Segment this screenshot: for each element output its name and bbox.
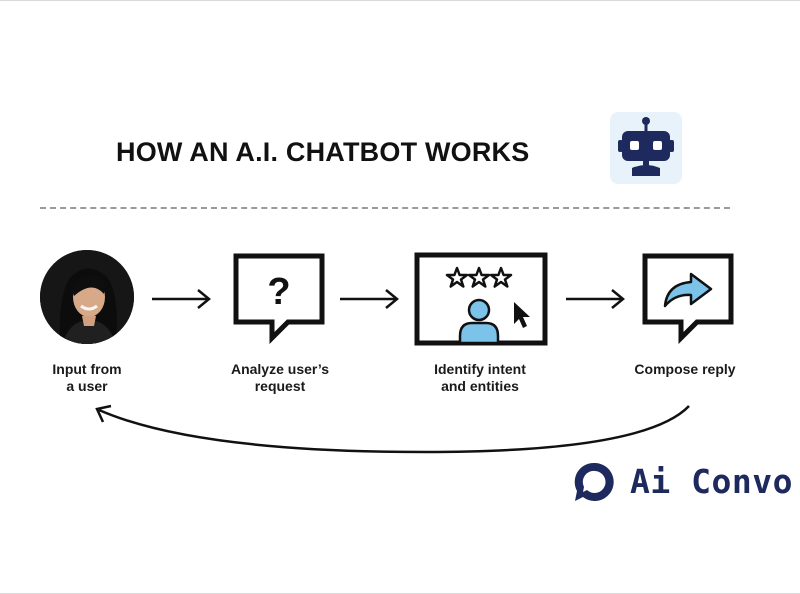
step-label-analyze: Analyze user’s request [230, 361, 330, 394]
brand-logo: Ai Convo [572, 461, 792, 503]
brand-name: Ai Convo [630, 462, 793, 501]
robot-icon [610, 112, 682, 184]
return-arrow-icon [95, 404, 690, 454]
dashed-divider [40, 207, 730, 209]
reply-bubble-icon [642, 253, 734, 344]
user-avatar [40, 250, 134, 344]
screen-person-stars-icon [414, 252, 548, 346]
svg-text:?: ? [267, 271, 290, 313]
top-border [0, 0, 800, 1]
arrow-right-icon [340, 289, 399, 309]
page-title: HOW AN A.I. CHATBOT WORKS [116, 137, 530, 167]
arrow-right-icon [566, 289, 625, 309]
question-bubble-icon: ? [233, 253, 325, 344]
step-label-identify: Identify intent and entities [434, 361, 526, 394]
step-label-input: Input from a user [52, 361, 122, 394]
step-label-compose: Compose reply [634, 361, 736, 377]
arrow-right-icon [152, 289, 211, 309]
chat-logo-icon [574, 462, 614, 501]
